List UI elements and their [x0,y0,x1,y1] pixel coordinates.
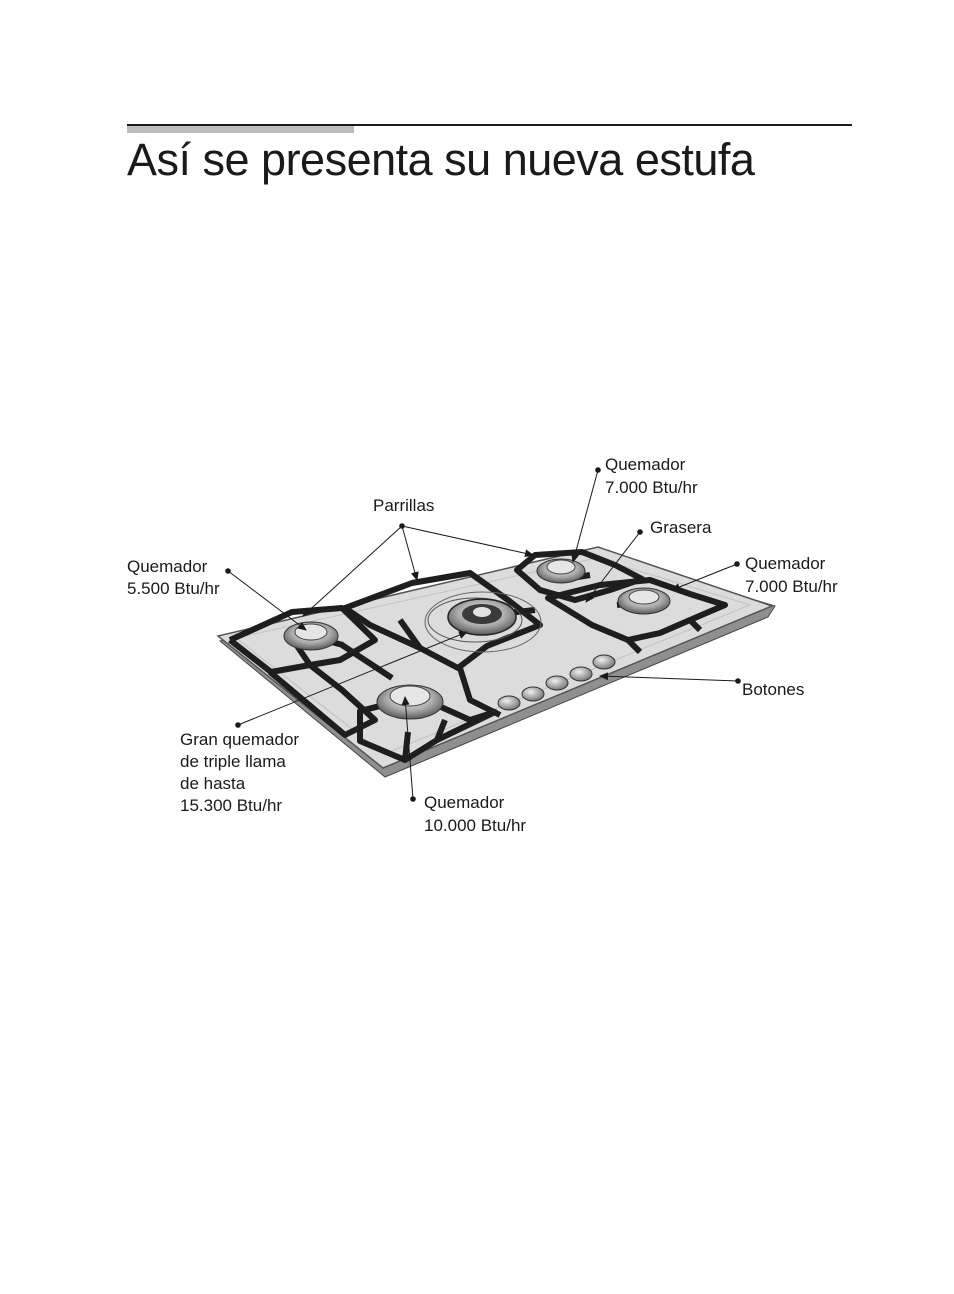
burner-right [617,587,671,615]
label-knobs: Botones [742,680,804,699]
label-burner-top-line2: 7.000 Btu/hr [605,478,698,497]
knob-2 [521,686,545,702]
knob-5 [592,654,616,670]
label-drip-tray: Grasera [650,518,712,537]
header-accent-bar [127,126,354,133]
label-triple-line1: Gran quemador [180,730,299,749]
label-burner-right-line1: Quemador [745,554,826,573]
knob-3 [545,675,569,691]
page-title: Así se presenta su nueva estufa [127,134,755,185]
burner-top-right [536,558,586,584]
label-triple-line3: de hasta [180,774,246,793]
knob-1 [497,695,521,711]
label-burner-top-line1: Quemador [605,455,686,474]
label-burner-left-line2: 5.500 Btu/hr [127,579,220,598]
leader-dots [225,467,741,802]
burner-left [283,621,339,651]
knobs [497,654,616,711]
knob-4 [569,666,593,682]
grate-left [228,605,378,738]
label-burner-front-line2: 10.000 Btu/hr [424,816,526,835]
label-grates: Parrillas [373,496,434,515]
label-burner-left-line1: Quemador [127,557,208,576]
label-burner-right-line2: 7.000 Btu/hr [745,577,838,596]
grate-center [342,570,543,671]
cooktop [216,546,776,778]
label-triple-line4: 15.300 Btu/hr [180,796,282,815]
burner-triple-flame [424,591,542,653]
leader-lines [227,469,739,800]
label-burner-front-line1: Quemador [424,793,505,812]
header-rule [127,124,852,126]
label-triple-line2: de triple llama [180,752,286,771]
grate-right [545,577,728,643]
burner-front [376,684,444,720]
